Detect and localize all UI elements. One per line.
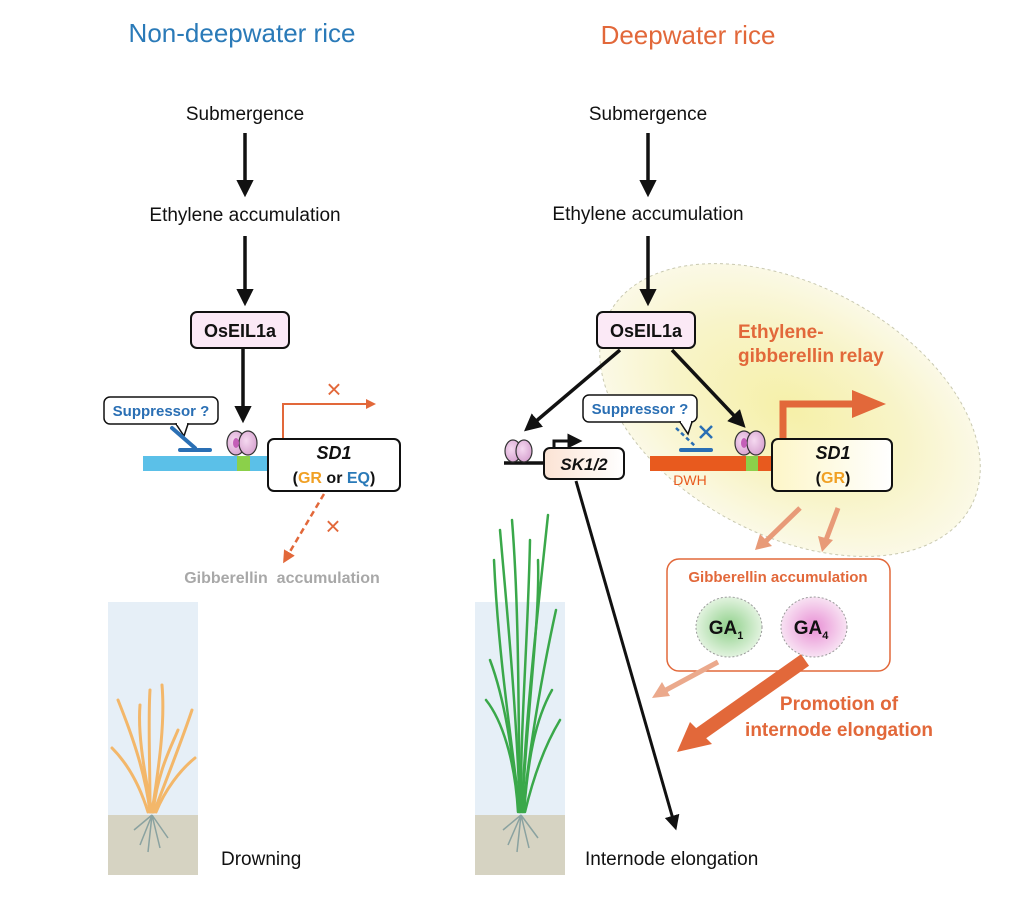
right-oseil1a-binding-icon <box>734 430 766 456</box>
ga4-bubble: GA4 <box>780 596 848 658</box>
right-transcription-arrow <box>779 390 886 442</box>
sk-gene-box: SK1/2 <box>543 447 625 480</box>
left-suppressor-inhibition <box>170 426 212 452</box>
left-sd1-gene-box: SD1 (GR or EQ) <box>267 438 401 492</box>
relay-label-line2: gibberellin relay <box>738 346 884 367</box>
left-gibberellin-label: Gibberellin accumulation <box>184 570 380 587</box>
sk-oseil1a-binding-icon <box>504 439 533 463</box>
right-oseil1a-box: OsEIL1a <box>596 311 696 349</box>
promotion-label-line1: Promotion of <box>780 694 899 715</box>
ga1-promotion-arrow <box>652 659 720 698</box>
left-dna-strand <box>143 456 271 471</box>
right-elongating-plant-illustration <box>475 513 565 875</box>
ga1-bubble: GA1 <box>695 596 763 658</box>
right-ethylene-label: Ethylene accumulation <box>552 204 743 225</box>
ga4-promotion-arrow <box>677 654 810 752</box>
right-dna-strand <box>650 456 772 471</box>
left-suppressor-callout: Suppressor ? <box>103 396 219 438</box>
right-submergence-label: Submergence <box>589 104 707 125</box>
left-gibberellin-block-mark: × <box>325 511 340 541</box>
left-outcome-label: Drowning <box>221 849 301 870</box>
svg-text:GA1: GA1 <box>709 618 744 642</box>
sk-gene-label: SK1/2 <box>560 455 608 474</box>
relay-label-line1: Ethylene- <box>738 322 824 343</box>
left-dashed-arrow-gibberellin <box>283 493 326 564</box>
sk-arrow-internode <box>574 480 680 831</box>
left-suppressor-label: Suppressor ? <box>113 403 210 420</box>
left-binding-site <box>237 456 250 471</box>
left-oseil1a-binding-icon <box>226 430 258 456</box>
left-panel-title: Non-deepwater rice <box>129 18 356 48</box>
promotion-label-line2: internode elongation <box>745 720 933 741</box>
right-sd1-name: SD1 <box>815 443 850 463</box>
left-submergence-label: Submergence <box>186 104 304 125</box>
right-suppressor-inhibition-blocked <box>675 425 713 452</box>
sd1-to-gibberellin-arrows <box>755 506 841 552</box>
left-oseil1a-label: OsEIL1a <box>204 321 277 341</box>
right-sd1-allele: (GR) <box>816 470 851 487</box>
right-arrow-oseil-sd1 <box>670 348 746 428</box>
left-sd1-name: SD1 <box>316 443 351 463</box>
right-sd1-gene-box: SD1 (GR) <box>771 438 893 492</box>
dwh-label: DWH <box>673 472 706 488</box>
right-gibberellin-label: Gibberellin accumulation <box>688 569 867 586</box>
left-ethylene-label: Ethylene accumulation <box>149 205 340 226</box>
right-panel-title: Deepwater rice <box>601 20 776 50</box>
left-oseil1a-box: OsEIL1a <box>190 311 290 349</box>
gibberellin-accumulation-box: Gibberellin accumulation GA1 GA4 <box>666 558 891 672</box>
right-arrow-oseil-sk <box>523 348 622 432</box>
right-outcome-label: Internode elongation <box>585 849 758 870</box>
right-oseil1a-label: OsEIL1a <box>610 321 683 341</box>
left-drowning-plant-illustration <box>108 602 198 875</box>
right-suppressor-callout: Suppressor ? <box>582 394 698 436</box>
left-transcription-arrow <box>282 399 376 440</box>
left-transcription-block-mark: × <box>326 374 341 404</box>
left-sd1-alleles: (GR or EQ) <box>293 470 376 487</box>
right-suppressor-label: Suppressor ? <box>592 401 689 418</box>
right-binding-site <box>746 456 758 471</box>
svg-text:GA4: GA4 <box>794 618 830 642</box>
